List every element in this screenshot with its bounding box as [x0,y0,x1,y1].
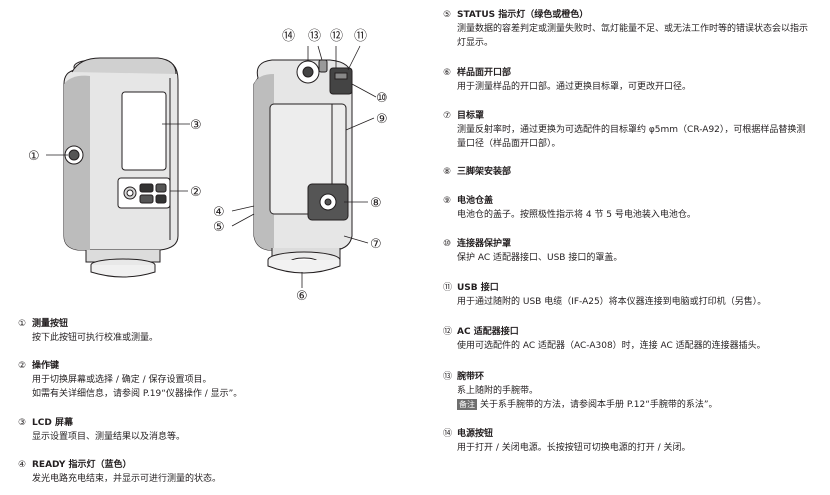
item-number: ⑩ [443,239,452,249]
item-title: STATUS 指示灯（绿色或橙色） [457,10,589,20]
item-text: 系上随附的手腕带。 [457,386,539,396]
callout-1: ① [28,149,40,164]
item-title: 电池仓盖 [457,196,494,206]
item-title: LCD 屏幕 [32,418,73,428]
item-title: 测量按钮 [32,319,69,329]
item-title: 腕带环 [457,372,485,382]
lcd-screen [121,91,167,171]
callout-10: ⑩ [376,91,388,106]
desc-item-6: ⑥ 样品面开口部 用于测量样品的开口部。通过更换目标罩，可更改开口径。 [443,66,691,94]
callout-8: ⑧ [370,196,382,211]
device-illustration: ① ③ ② ④ ⑤ ⑥ ⑦ ⑧ ⑨ ⑩ ⑭ ⑬ ⑫ ⑪ [28,29,388,304]
desc-item-5: ⑤ STATUS 指示灯（绿色或橙色） 测量数据的容差判定或测量失败时、氙灯能量不… [443,8,812,50]
item-text: 用于测量样品的开口部。通过更换目标罩，可更改开口径。 [457,82,692,92]
desc-item-13: ⑬ 腕带环 系上随附的手腕带。 备注关于系手腕带的方法，请参阅本手册 P.12“手… [443,370,718,412]
item-number: ⑤ [443,10,452,20]
desc-item-14: ⑭ 电源按钮 用于打开 / 关闭电源。长按按钮可切换电源的打开 / 关闭。 [443,427,691,455]
item-number: ③ [18,418,27,428]
callout-2: ② [190,185,202,200]
item-number: ⑥ [443,68,452,78]
item-text: 保护 AC 适配器接口、USB 接口的罩盖。 [457,253,623,263]
item-title: AC 适配器接口 [457,327,519,337]
desc-item-4: ④ READY 指示灯（蓝色） 发光电路充电结束，并显示可进行测量的状态。 [18,458,221,486]
item-number: ⑧ [443,167,452,177]
item-text: 用于切换屏幕或选择 / 确定 / 保存设置项目。 [32,375,212,385]
item-text: 显示设置项目、测量结果以及消息等。 [32,432,186,442]
item-text: 如需有关详细信息，请参阅 P.19“仪器操作 / 显示”。 [32,389,243,399]
desc-item-12: ⑫ AC 适配器接口 使用可选配件的 AC 适配器（AC-A308）时，连接 AC… [443,325,766,353]
connector-cover [329,67,353,95]
item-title: USB 接口 [457,283,499,293]
item-number: ⑬ [443,372,453,382]
item-number: ① [18,319,27,329]
callout-11: ⑪ [354,29,367,44]
note-text: 关于系手腕带的方法，请参阅本手册 P.12“手腕带的系法”。 [480,400,718,410]
item-title: 电源按钮 [457,429,494,439]
callout-6: ⑥ [296,289,308,304]
desc-item-2: ② 操作键 用于切换屏幕或选择 / 确定 / 保存设置项目。 如需有关详细信息，请… [18,359,242,401]
callout-5: ⑤ [213,220,225,235]
desc-item-10: ⑩ 连接器保护罩 保护 AC 适配器接口、USB 接口的罩盖。 [443,237,622,265]
desc-item-3: ③ LCD 屏幕 显示设置项目、测量结果以及消息等。 [18,416,185,444]
item-number: ⑫ [443,327,453,337]
item-number: ⑦ [443,111,452,121]
callout-9: ⑨ [376,112,388,127]
desc-item-11: ⑪ USB 接口 用于通过随附的 USB 电缆（IF-A25）将本仪器连接到电脑或… [443,281,766,309]
item-title: 连接器保护罩 [457,239,512,249]
item-number: ⑨ [443,196,452,206]
desc-item-7: ⑦ 目标罩 测量反射率时，通过更换为可选配件的目标罩约 φ5mm（CR-A92），… [443,109,812,151]
item-text: 用于打开 / 关闭电源。长按按钮可切换电源的打开 / 关闭。 [457,443,691,453]
callout-14: ⑭ [282,29,295,44]
item-title: 目标罩 [457,111,485,121]
callout-13: ⑬ [308,29,321,44]
item-text: 用于通过随附的 USB 电缆（IF-A25）将本仪器连接到电脑或打印机（另售）。 [457,297,767,307]
callout-12: ⑫ [330,29,343,44]
item-number: ② [18,361,27,371]
desc-item-1: ① 测量按钮 按下此按钮可执行校准或测量。 [18,317,158,345]
callout-7: ⑦ [370,237,382,252]
item-title: 三脚架安装部 [457,167,512,177]
note-badge: 备注 [457,399,477,410]
item-text: 按下此按钮可执行校准或测量。 [32,333,159,343]
leader-lines [46,45,377,288]
item-text: 测量反射率时，通过更换为可选配件的目标罩约 φ5mm（CR-A92），可根据样品… [457,125,806,149]
callout-3: ③ [190,118,202,133]
item-note: 备注关于系手腕带的方法，请参阅本手册 P.12“手腕带的系法”。 [443,398,718,412]
item-title: 操作键 [32,361,60,371]
item-text: 发光电路充电结束，并显示可进行测量的状态。 [32,474,222,484]
item-number: ⑭ [443,429,453,439]
item-text: 测量数据的容差判定或测量失败时、氙灯能量不足、或无法工作时等的错误状态会以指示灯… [457,24,809,48]
item-text: 电池仓的盖子。按照极性指示将 4 节 5 号电池装入电池仓。 [457,210,696,220]
front-view [63,57,179,278]
item-text: 使用可选配件的 AC 适配器（AC-A308）时，连接 AC 适配器的连接器插头… [457,341,766,351]
back-view [253,59,353,274]
item-title: 样品面开口部 [457,68,512,78]
item-number: ⑪ [443,283,453,293]
item-number: ④ [18,460,27,470]
desc-item-8: ⑧ 三脚架安装部 [443,165,511,179]
desc-item-9: ⑨ 电池仓盖 电池仓的盖子。按照极性指示将 4 节 5 号电池装入电池仓。 [443,194,696,222]
item-title: READY 指示灯（蓝色） [32,460,132,470]
callout-4: ④ [213,205,225,220]
